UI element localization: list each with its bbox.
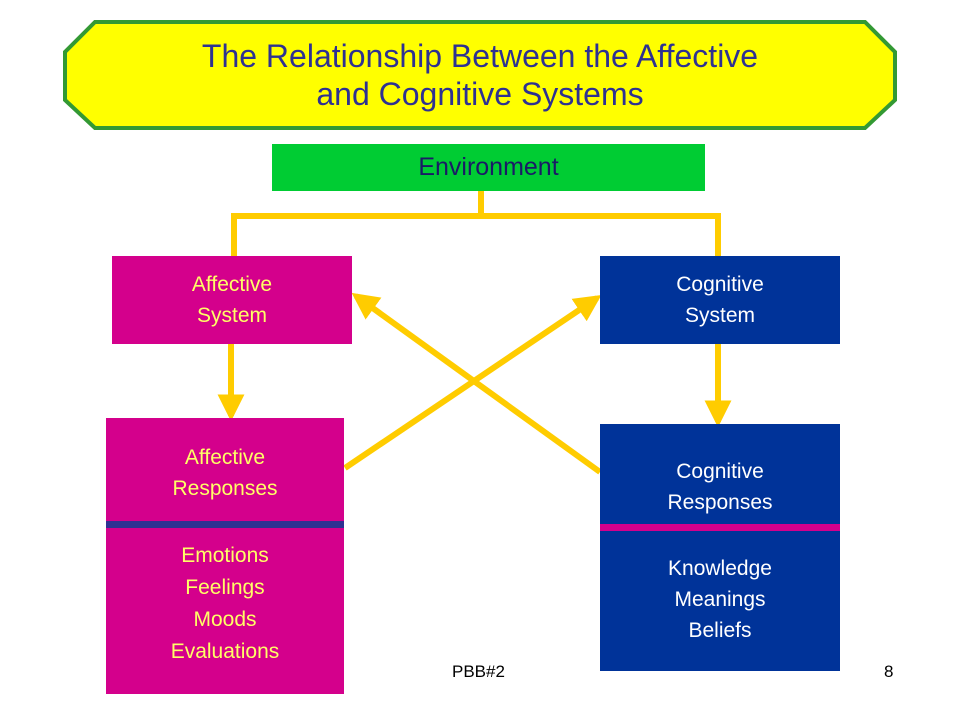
page-number: 8 <box>884 662 894 681</box>
cognitive-responses-line-2: Responses <box>667 491 773 514</box>
list-item: Feelings <box>185 576 265 599</box>
environment-label: Environment <box>418 153 559 181</box>
list-item: Emotions <box>181 544 269 567</box>
cognitive-responses-to-affective-system-arrow <box>351 292 602 475</box>
cognitive-responses-header: Cognitive Responses <box>600 424 840 524</box>
list-item: Meanings <box>674 588 766 611</box>
cognitive-responses-list: Knowledge Meanings Beliefs <box>600 531 840 671</box>
affective-responses-line-2: Responses <box>172 476 278 500</box>
list-item: Moods <box>193 608 257 631</box>
title-line-2: and Cognitive Systems <box>316 76 644 112</box>
affective-system-line-2: System <box>196 304 267 327</box>
page-title: The Relationship Between the Affective a… <box>130 30 830 120</box>
title-banner <box>63 20 897 130</box>
cognitive-system-line-1: Cognitive <box>676 273 764 296</box>
title-line-1: The Relationship Between the Affective <box>201 38 759 74</box>
affective-responses-line-1: Affective <box>184 445 266 469</box>
list-item: Knowledge <box>668 557 772 580</box>
list-item: Beliefs <box>688 619 752 642</box>
cognitive-divider <box>600 524 840 531</box>
cognitive-system-line-2: System <box>684 304 755 327</box>
affective-responses-list: Emotions Feelings Moods Evaluations <box>106 528 344 694</box>
affective-divider <box>106 521 344 528</box>
affective-system-box: Affective System <box>112 256 352 344</box>
affective-responses-header: Affective Responses <box>106 418 344 521</box>
affective-system-line-1: Affective <box>191 273 273 296</box>
list-item: Evaluations <box>170 640 280 663</box>
cognitive-responses-line-1: Cognitive <box>676 460 764 483</box>
affective-responses-to-cognitive-system-arrow <box>343 294 602 471</box>
footer-label: PBB#2 <box>452 662 505 681</box>
environment-box: Environment <box>272 144 705 191</box>
cognitive-system-box: Cognitive System <box>600 256 840 344</box>
